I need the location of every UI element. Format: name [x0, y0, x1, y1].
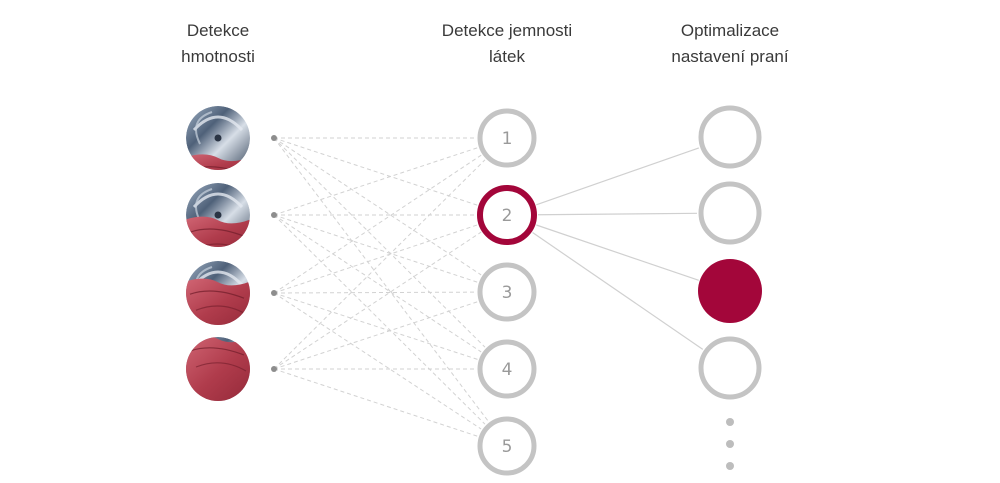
drum-image — [186, 337, 250, 401]
fabric-load — [186, 153, 250, 170]
solid-connection — [536, 147, 700, 206]
dashed-connection — [273, 137, 478, 206]
output-node — [698, 105, 762, 169]
ring — [477, 108, 537, 168]
dashed-connection — [273, 214, 482, 353]
dashed-connection — [273, 154, 482, 294]
dashed-connection — [273, 214, 486, 425]
ring — [477, 262, 537, 322]
dashed-connection — [273, 137, 489, 422]
dashed-connection — [273, 368, 478, 437]
dashed-connection — [273, 231, 482, 370]
input-node-dot — [271, 366, 277, 372]
fabric-fold — [195, 305, 247, 315]
dashed-connection — [273, 147, 478, 216]
fabric-fold — [189, 347, 245, 356]
solid-connection — [532, 232, 704, 350]
fabric-node-2: 2 — [477, 185, 537, 245]
title-line: látek — [489, 47, 525, 66]
fabric-node-4: 4 — [477, 339, 537, 399]
dashed-connection — [273, 214, 478, 283]
load-level-image — [186, 261, 250, 325]
fabric-node-label: 2 — [502, 206, 513, 226]
output-node — [698, 336, 762, 400]
drum-image — [186, 106, 250, 170]
drum-paddle — [192, 192, 244, 209]
title-line: Detekce — [186, 21, 250, 40]
solid-connection — [536, 224, 699, 281]
fabric-node-1: 1 — [477, 108, 537, 168]
drum-paddle — [195, 111, 213, 145]
drum-image — [186, 183, 250, 247]
fabric-node-label: 1 — [502, 129, 513, 149]
more-outputs-dot — [726, 418, 734, 426]
dashed-connection — [273, 292, 478, 360]
drum-image — [186, 261, 250, 325]
drum-hub — [214, 211, 222, 219]
fabric-node-3: 3 — [477, 262, 537, 322]
selected-ring — [477, 185, 537, 245]
fabric-node-label: 5 — [502, 437, 513, 457]
input-node-dot — [271, 135, 277, 141]
solid-connection — [537, 212, 698, 216]
title-fabric-detection: Detekce jemnosti látek — [417, 18, 597, 70]
fabric-fold — [189, 290, 245, 299]
fabric-node-label: 3 — [502, 283, 513, 303]
dashed-connection — [273, 137, 486, 348]
load-level-image — [186, 106, 250, 170]
dashed-connection — [273, 301, 478, 370]
dashed-connection — [273, 224, 478, 294]
more-outputs-dot — [726, 440, 734, 448]
dashed-connection — [273, 159, 486, 370]
connections-layer — [273, 137, 704, 437]
fabric-load — [186, 216, 250, 247]
input-node-dot — [271, 290, 277, 296]
fabric-fold — [195, 362, 247, 372]
nodes-layer: 1 2 3 4 5 — [186, 105, 762, 476]
title-line: Optimalizace — [680, 21, 780, 40]
output-node-selected — [698, 259, 762, 323]
drum-hub — [214, 134, 222, 142]
drum-paddle — [192, 115, 244, 132]
fabric-node-5: 5 — [477, 416, 537, 476]
dashed-connection — [273, 137, 482, 276]
fabric-load — [186, 337, 250, 401]
load-level-image — [186, 183, 250, 247]
ring — [477, 339, 537, 399]
ring — [477, 416, 537, 476]
more-outputs-dot — [726, 462, 734, 470]
title-weight-detection: Detekce hmotnosti — [158, 18, 278, 70]
dashed-connection — [273, 292, 482, 430]
output-node — [698, 181, 762, 245]
fabric-node-label: 4 — [502, 360, 513, 380]
load-level-image — [186, 337, 250, 401]
dashed-connection — [273, 291, 477, 294]
title-line: hmotnosti — [181, 47, 255, 66]
title-line: nastavení praní — [671, 47, 789, 66]
input-node-dot — [271, 212, 277, 218]
title-line: Detekce jemnosti — [441, 21, 573, 40]
fabric-fold — [189, 228, 245, 237]
title-wash-optimization: Optimalizace nastavení praní — [640, 18, 820, 70]
